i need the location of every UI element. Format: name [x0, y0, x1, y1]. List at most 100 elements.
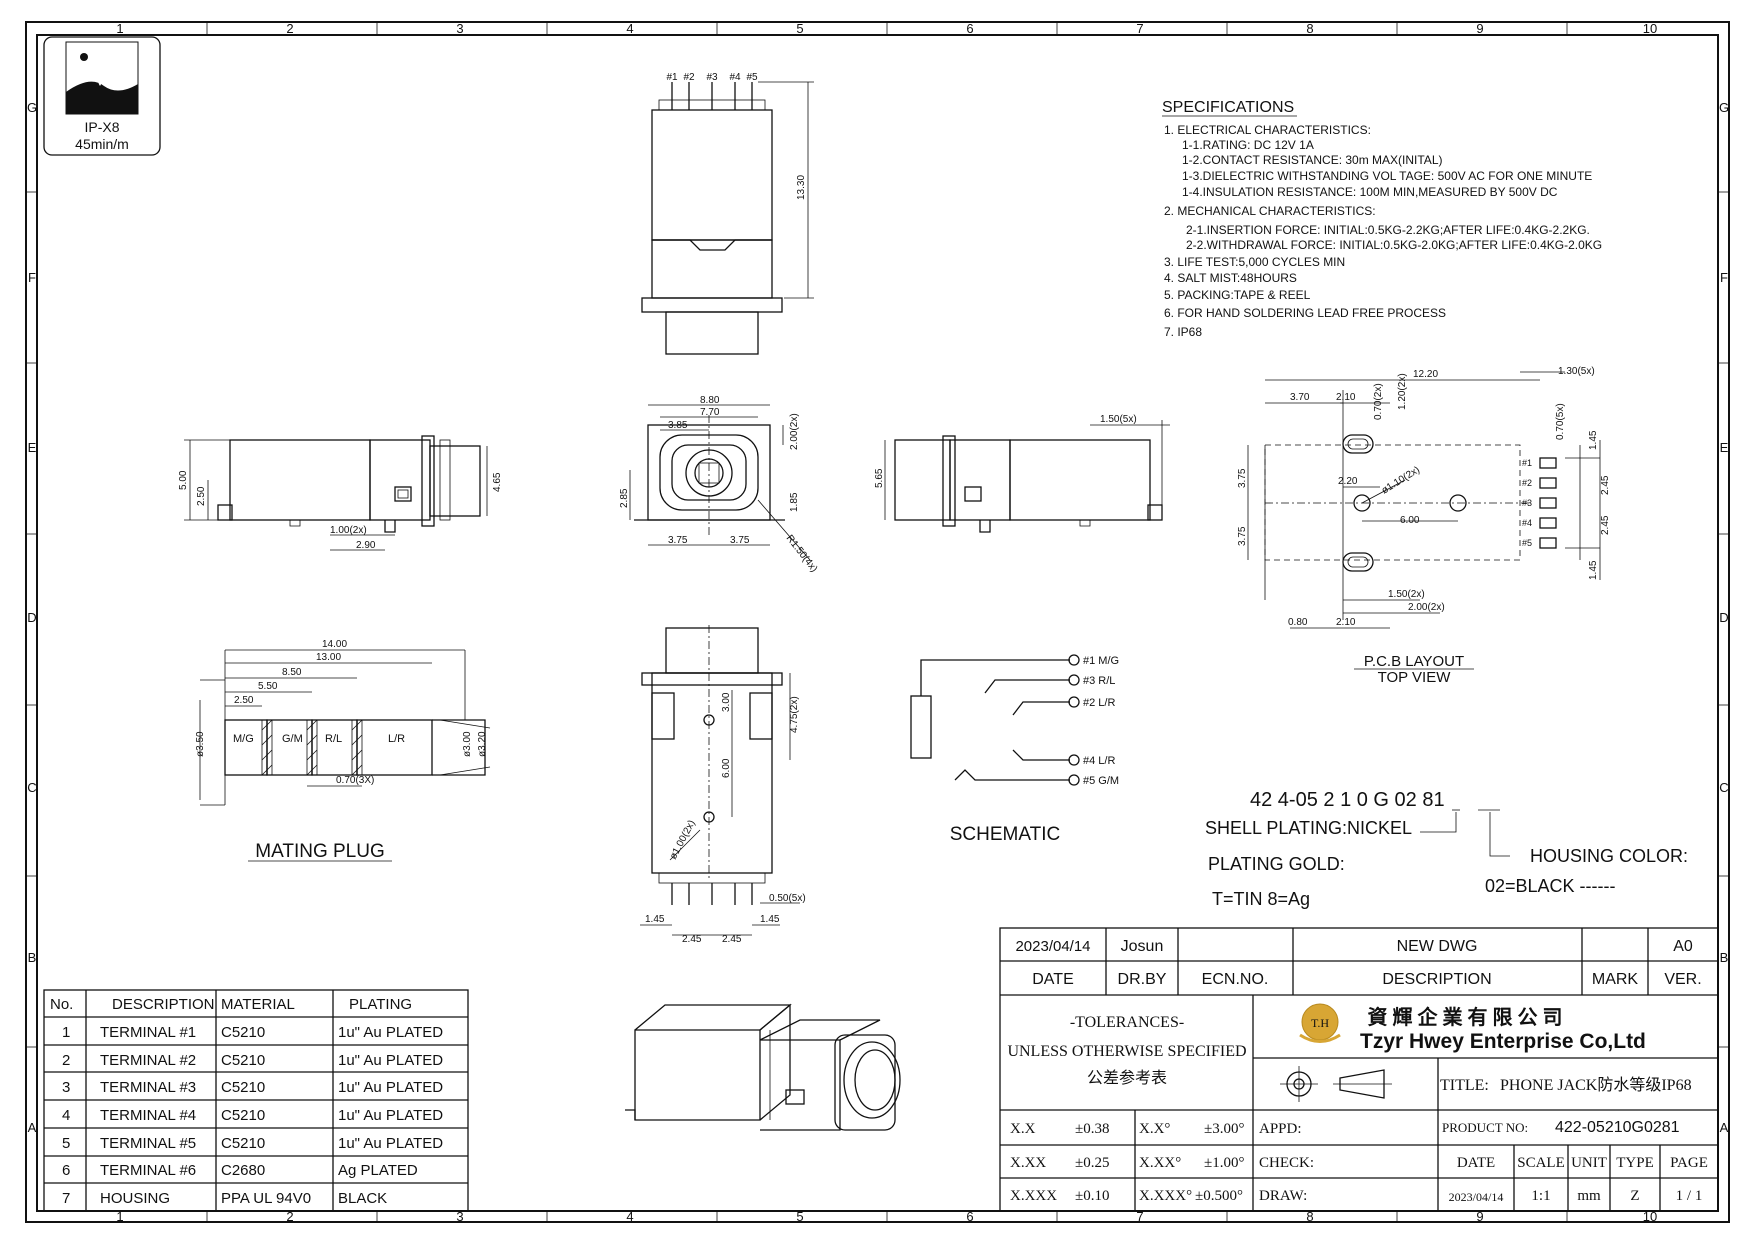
- row-label: D: [1719, 610, 1728, 625]
- hdr-date: DATE: [1032, 971, 1073, 988]
- dim-label: 13.30: [796, 175, 807, 200]
- dim-label: 1.45: [1588, 430, 1599, 450]
- right-side-view: 1.50(5x) 5.65: [874, 414, 1170, 533]
- pcb-pin-label: #3: [1522, 498, 1532, 508]
- row-label: B: [28, 950, 37, 965]
- row-label: A: [1720, 1120, 1729, 1135]
- dim-label: 3.70: [1290, 392, 1310, 403]
- part-code: 42 4-05 2 1 0 G 02 81 SHELL PLATING:NICK…: [1205, 789, 1688, 909]
- bom-cell: TERMINAL #1: [100, 1024, 196, 1041]
- bom-cell: 1u" Au PLATED: [338, 1024, 443, 1041]
- drawing-scale: 1:1: [1531, 1188, 1550, 1204]
- pcb-pin-label: #5: [1522, 538, 1532, 548]
- bom-header: No.: [50, 996, 73, 1013]
- housing-color: HOUSING COLOR:: [1530, 846, 1688, 866]
- dim-label: 12.20: [1413, 369, 1438, 380]
- top-pin-label: #1: [666, 72, 678, 83]
- pcb-pin-label: #2: [1522, 478, 1532, 488]
- shell-plating: SHELL PLATING:NICKEL: [1205, 818, 1412, 838]
- col-label: 5: [796, 21, 803, 36]
- rev-description: NEW DWG: [1397, 938, 1478, 955]
- pcb-layout: #1 #2 #3 #4 #5 12.20 1.30(5x) 3.70: [1237, 366, 1611, 686]
- plug-segment-label: M/G: [233, 733, 254, 745]
- dim-label: 3.75: [1237, 526, 1248, 546]
- dim-label: ø1.10(2x): [1380, 465, 1422, 497]
- tol-cell: ±0.500°: [1195, 1188, 1243, 1204]
- title-block: 2023/04/14 Josun NEW DWG A0 DATE DR.BY E…: [999, 927, 1719, 1212]
- tol-cell: X.XX°: [1139, 1155, 1181, 1171]
- product-no-label: PRODUCT NO:: [1442, 1120, 1528, 1135]
- dim-label: 1.50(5x): [1100, 414, 1137, 425]
- col-label: 5: [796, 1209, 803, 1224]
- hdr-drby: DR.BY: [1118, 971, 1167, 988]
- dim-label: 2.45: [682, 934, 702, 945]
- dim-label: 1.00(2x): [330, 525, 367, 536]
- rev-version: A0: [1673, 938, 1693, 955]
- tol-cell: ±0.10: [1075, 1188, 1109, 1204]
- mating-plug-title: MATING PLUG: [255, 841, 385, 862]
- dim-label: ø3.20: [477, 731, 488, 757]
- spec-line: 7. IP68: [1164, 325, 1202, 339]
- tol-cell: ±0.38: [1075, 1121, 1109, 1137]
- projection-symbol-icon: [1280, 1066, 1392, 1102]
- col-label: 8: [1306, 1209, 1313, 1224]
- ip-badge: IP-X8 45min/m: [43, 36, 161, 156]
- bom-cell: 5: [62, 1135, 70, 1152]
- bom-cell: C5210: [221, 1052, 265, 1069]
- row-label: C: [1719, 780, 1728, 795]
- row-label: D: [27, 610, 36, 625]
- schematic-pin: #5 G/M: [1083, 775, 1119, 787]
- sheet-frame: 1 2 3 4 5 6 7 8 9 10 1 2 3 4 5 6 7 8 9 1…: [25, 21, 1730, 1224]
- bom-header: MATERIAL: [221, 996, 295, 1013]
- tol-cell: X.X: [1010, 1121, 1036, 1137]
- col-label: 3: [456, 21, 463, 36]
- schematic-pin: #2 L/R: [1083, 697, 1115, 709]
- col-label: 10: [1643, 21, 1657, 36]
- plug-segment-label: R/L: [325, 733, 342, 745]
- rev-author: Josun: [1121, 938, 1164, 955]
- check-label: CHECK:: [1259, 1155, 1314, 1171]
- ip-duration: 45min/m: [75, 136, 129, 152]
- dim-label: 5.50: [258, 681, 278, 692]
- dim-label: 2.10: [1336, 617, 1356, 628]
- dim-label: 2.00(2x): [789, 413, 800, 450]
- col-label: 7: [1136, 21, 1143, 36]
- dim-label: 0.70(2x): [1373, 383, 1384, 420]
- dim-label: 2.00(2x): [1408, 602, 1445, 613]
- bom-header: PLATING: [349, 996, 412, 1013]
- dim-label: 2.10: [1336, 392, 1356, 403]
- bom-cell: C5210: [221, 1107, 265, 1124]
- drawing-page: 1 / 1: [1676, 1188, 1703, 1204]
- appd-label: APPD:: [1259, 1121, 1302, 1137]
- dim-label: 0.70(3X): [336, 775, 374, 786]
- dim-label: ø1.00(2x): [668, 818, 698, 861]
- dim-label: 1.50(2x): [1388, 589, 1425, 600]
- row-label: F: [1720, 270, 1728, 285]
- bom-cell: TERMINAL #5: [100, 1135, 196, 1152]
- schematic: #1 M/G #3 R/L #2 L/R #4 L/R #5 G/M SCHEM…: [910, 654, 1119, 845]
- dim-label: 2.90: [356, 540, 376, 551]
- col-label: 7: [1136, 1209, 1143, 1224]
- spec-line: 1. ELECTRICAL CHARACTERISTICS:: [1164, 123, 1371, 137]
- specifications: SPECIFICATIONS 1. ELECTRICAL CHARACTERIS…: [1162, 99, 1602, 339]
- bom-cell: TERMINAL #3: [100, 1079, 196, 1096]
- schematic-pin: #4 L/R: [1083, 755, 1115, 767]
- dim-label: 2.45: [1600, 515, 1611, 535]
- spec-line: 3. LIFE TEST:5,000 CYCLES MIN: [1164, 255, 1345, 269]
- dim-label: 6.00: [721, 758, 732, 778]
- dim-label: 2.45: [1600, 475, 1611, 495]
- dim-label: 1.45: [760, 914, 780, 925]
- col-label: 6: [966, 1209, 973, 1224]
- drawing-type: Z: [1630, 1188, 1639, 1204]
- top-view: #1 #2 #3 #4 #5 13.30: [641, 72, 814, 355]
- tol-cell: ±1.00°: [1204, 1155, 1244, 1171]
- col-label: 1: [116, 21, 123, 36]
- dim-label: 3.75: [1237, 468, 1248, 488]
- spec-line: 2-2.WITHDRAWAL FORCE: INITIAL:0.5KG-2.0K…: [1186, 238, 1602, 252]
- logo-text: T.H: [1311, 1016, 1329, 1030]
- tol-cell: X.XXX: [1010, 1188, 1057, 1204]
- col-label: 9: [1476, 1209, 1483, 1224]
- water-icon: [66, 81, 138, 114]
- tol-cell: X.XXX°: [1139, 1188, 1192, 1204]
- col-label: 3: [456, 1209, 463, 1224]
